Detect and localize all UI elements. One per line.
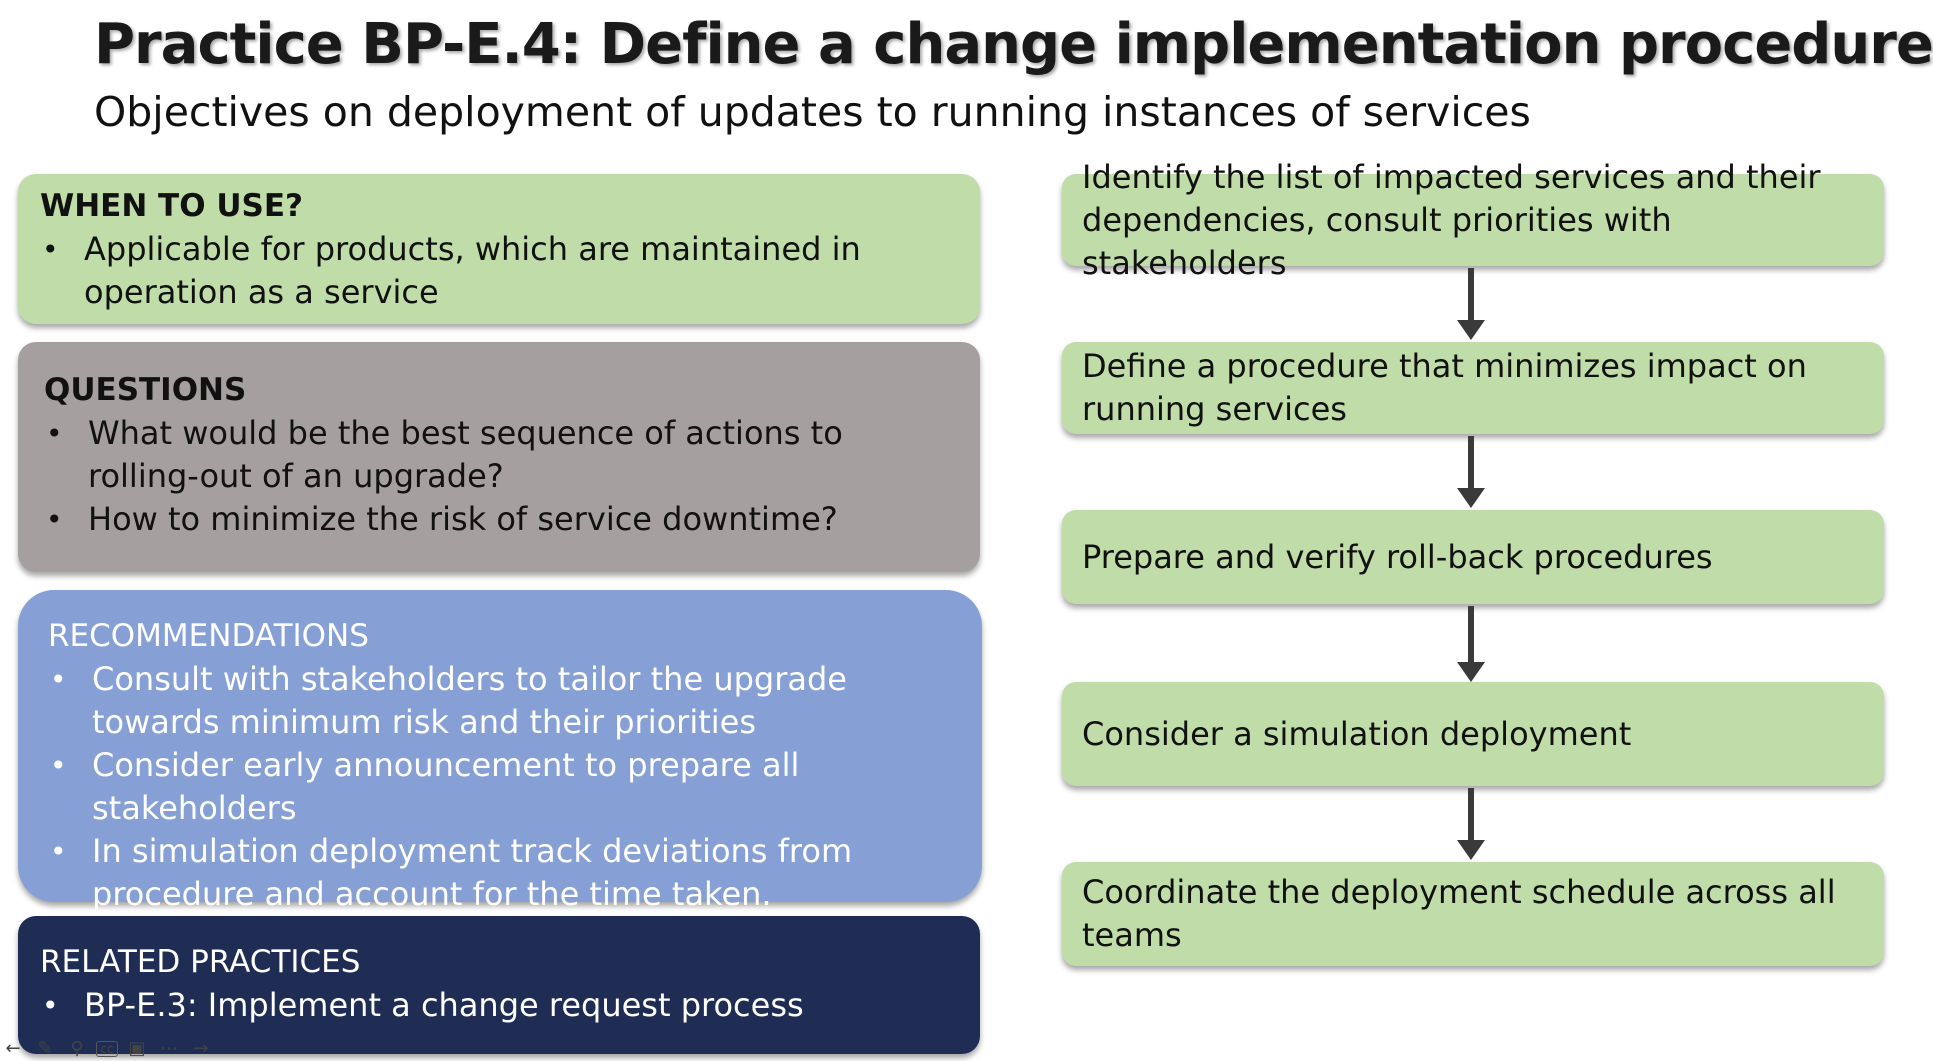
- when-to-use-bullet: Applicable for products, which are maint…: [84, 230, 861, 311]
- process-step-3: Prepare and verify roll-back procedures: [1062, 510, 1884, 604]
- bullet-icon: •: [50, 835, 67, 868]
- process-step-2: Define a procedure that minimizes impact…: [1062, 342, 1884, 434]
- list-item: • Consult with stakeholders to tailor th…: [48, 658, 952, 744]
- process-step-text: Define a procedure that minimizes impact…: [1082, 347, 1807, 428]
- process-step-5: Coordinate the deployment schedule acros…: [1062, 862, 1884, 966]
- bullet-icon: •: [50, 663, 67, 696]
- bullet-icon: •: [46, 417, 63, 450]
- related-practice-item: BP-E.3: Implement a change request proce…: [84, 986, 804, 1024]
- process-step-text: Identify the list of impacted services a…: [1082, 157, 1821, 282]
- process-step-4: Consider a simulation deployment: [1062, 682, 1884, 786]
- down-arrow-icon: [1457, 788, 1485, 860]
- process-step-text: Consider a simulation deployment: [1082, 714, 1632, 753]
- related-practices-heading: RELATED PRACTICES: [40, 944, 361, 980]
- camera-icon[interactable]: ▣: [128, 1038, 146, 1059]
- zoom-icon[interactable]: ⚲: [70, 1038, 84, 1059]
- pen-icon[interactable]: ✎: [37, 1038, 53, 1059]
- question-item: What would be the best sequence of actio…: [88, 414, 843, 495]
- recommendation-item: Consider early announcement to prepare a…: [92, 746, 800, 827]
- list-item: • How to minimize the risk of service do…: [44, 498, 954, 541]
- recommendations-box: RECOMMENDATIONS • Consult with stakehold…: [18, 590, 982, 913]
- bullet-icon: •: [42, 989, 59, 1022]
- recommendation-item: Consult with stakeholders to tailor the …: [92, 660, 847, 741]
- process-step-text: Prepare and verify roll-back procedures: [1082, 537, 1713, 576]
- list-item: • Applicable for products, which are mai…: [40, 228, 958, 314]
- question-item: How to minimize the risk of service down…: [88, 500, 838, 538]
- questions-box: QUESTIONS • What would be the best seque…: [18, 342, 980, 572]
- when-to-use-box: WHEN TO USE? • Applicable for products, …: [18, 174, 980, 324]
- process-step-text: Coordinate the deployment schedule acros…: [1082, 873, 1836, 954]
- questions-heading: QUESTIONS: [44, 372, 247, 408]
- bullet-icon: •: [50, 749, 67, 782]
- bullet-icon: •: [42, 233, 59, 266]
- back-icon[interactable]: ←: [5, 1038, 21, 1059]
- down-arrow-icon: [1457, 268, 1485, 340]
- list-item: • In simulation deployment track deviati…: [48, 830, 952, 916]
- when-to-use-heading: WHEN TO USE?: [40, 188, 304, 224]
- down-arrow-icon: [1457, 606, 1485, 682]
- presenter-toolbar: ← ✎ ⚲ cc ▣ ⋯ →: [0, 1036, 214, 1061]
- slide-subtitle: Objectives on deployment of updates to r…: [94, 88, 1531, 136]
- recommendation-item: In simulation deployment track deviation…: [92, 832, 853, 913]
- related-practices-box: RELATED PRACTICES • BP-E.3: Implement a …: [18, 916, 980, 1054]
- recommendations-heading: RECOMMENDATIONS: [48, 618, 369, 654]
- list-item: • BP-E.3: Implement a change request pro…: [40, 984, 958, 1027]
- list-item: • Consider early announcement to prepare…: [48, 744, 952, 830]
- list-item: • What would be the best sequence of act…: [44, 412, 954, 498]
- process-step-1: Identify the list of impacted services a…: [1062, 158, 1884, 282]
- forward-icon[interactable]: →: [193, 1038, 209, 1059]
- more-icon[interactable]: ⋯: [160, 1038, 178, 1059]
- captions-icon[interactable]: cc: [96, 1040, 118, 1057]
- slide-title: Practice BP-E.4: Define a change impleme…: [94, 12, 1933, 77]
- down-arrow-icon: [1457, 436, 1485, 508]
- bullet-icon: •: [46, 503, 63, 536]
